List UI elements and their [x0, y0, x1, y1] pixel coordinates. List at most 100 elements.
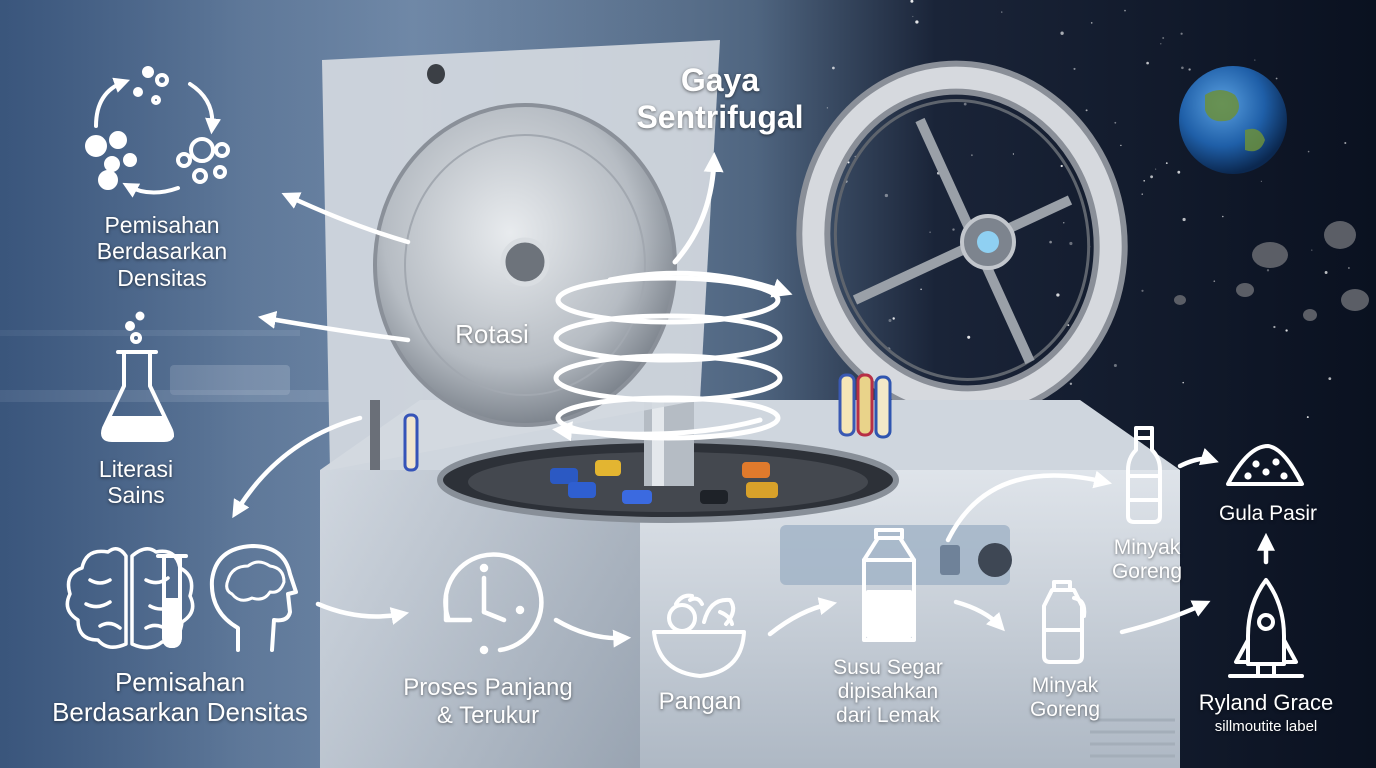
test-tube-icon: [156, 554, 188, 648]
star: [1180, 32, 1183, 35]
arrow-to-pangan: [553, 617, 632, 648]
star: [1069, 241, 1073, 246]
space-station-icon: [796, 60, 1128, 420]
star: [1056, 293, 1060, 297]
star: [1012, 153, 1015, 155]
star: [1114, 121, 1117, 124]
star: [1001, 11, 1003, 13]
arrow-to-proses: [315, 601, 410, 625]
rotation-arrow-top: [607, 270, 793, 298]
star: [915, 20, 919, 24]
star: [884, 193, 889, 198]
star: [920, 288, 922, 291]
rotation-arrow-bottom: [552, 417, 763, 442]
star: [1146, 61, 1149, 65]
brain-icon: [65, 547, 195, 650]
star: [1306, 416, 1309, 419]
star: [1090, 22, 1093, 24]
star: [1049, 240, 1052, 244]
star: [1073, 67, 1076, 70]
particles-cycle-icon: [85, 66, 230, 198]
star: [1311, 249, 1313, 251]
star: [1260, 180, 1262, 182]
arrow-to-literasi: [257, 310, 411, 343]
star: [1143, 179, 1146, 182]
star: [1222, 215, 1224, 218]
star: [1344, 141, 1347, 145]
star: [1348, 267, 1350, 269]
arrow-to-pemisahan-top: [281, 192, 411, 245]
star: [929, 231, 931, 234]
oil-jug-icon: [1042, 580, 1087, 664]
star: [1177, 170, 1181, 174]
star: [1124, 9, 1126, 12]
star: [1188, 68, 1191, 71]
star: [1150, 175, 1154, 179]
star: [832, 66, 835, 70]
star: [1067, 324, 1070, 327]
star: [1063, 222, 1065, 224]
star: [1085, 109, 1088, 112]
star: [1307, 150, 1310, 153]
star: [1254, 59, 1256, 61]
arrow-to-ryland: [1119, 600, 1211, 635]
arrow-to-minyak-top: [945, 470, 1113, 543]
star: [1181, 66, 1184, 70]
flask-icon: [101, 311, 174, 442]
star: [1275, 77, 1278, 80]
star: [963, 102, 967, 106]
star: [888, 318, 892, 323]
star: [1162, 37, 1165, 39]
star: [912, 15, 914, 18]
oil-bottle-icon: [1126, 426, 1162, 524]
star: [1328, 377, 1332, 380]
label-gula-pasir: Gula Pasir: [1218, 502, 1318, 525]
label-susu: Susu Segar dipisahkan dari Lemak: [833, 656, 943, 728]
star: [1182, 217, 1186, 222]
star: [1141, 289, 1144, 292]
arrow-to-pemisahan-bottom: [232, 415, 363, 519]
label-pangan: Pangan: [658, 688, 742, 715]
star: [1060, 31, 1064, 35]
star: [1213, 280, 1216, 283]
star: [1141, 193, 1143, 195]
star: [1324, 271, 1328, 274]
label-gaya-sentrifugal: Gaya Sentrifugal: [636, 62, 804, 135]
star: [1113, 363, 1117, 368]
star: [1182, 381, 1184, 384]
food-bowl-icon: [652, 593, 746, 678]
arrow-to-susu: [767, 597, 838, 637]
label-pemisahan-top: Pemisahan Berdasarkan Densitas: [96, 212, 228, 291]
star: [1069, 382, 1073, 385]
star: [1266, 269, 1270, 272]
star: [1060, 164, 1063, 168]
label-literasi-sains: Literasi Sains: [98, 456, 174, 509]
rocket-icon: [1228, 578, 1304, 678]
sugar-pile-icon: [1226, 444, 1304, 486]
star: [1155, 168, 1157, 170]
clock-icon: [443, 552, 544, 655]
label-minyak-top: Minyak Goreng: [1111, 536, 1183, 584]
label-ryland-grace: Ryland Grace: [1198, 690, 1334, 715]
label-rotasi: Rotasi: [455, 319, 529, 349]
star: [1160, 43, 1162, 45]
star: [826, 107, 829, 109]
rotation-rings-icon: [553, 275, 783, 441]
arrow-to-gula: [1177, 448, 1219, 469]
star: [1120, 144, 1122, 147]
star: [1285, 329, 1288, 332]
star: [1273, 325, 1276, 329]
label-ryland-sub: sillmoutite label: [1214, 718, 1318, 735]
star: [892, 317, 895, 320]
milk-carton-icon: [862, 528, 916, 642]
star: [971, 154, 973, 157]
star: [967, 335, 971, 339]
star: [847, 161, 850, 164]
label-minyak-bottom: Minyak Goreng: [1029, 674, 1101, 722]
head-profile-icon: [209, 544, 298, 652]
star: [1165, 162, 1168, 164]
label-proses: Proses Panjang & Terukur: [403, 674, 573, 729]
arrow-to-minyak-bottom: [953, 599, 1005, 632]
